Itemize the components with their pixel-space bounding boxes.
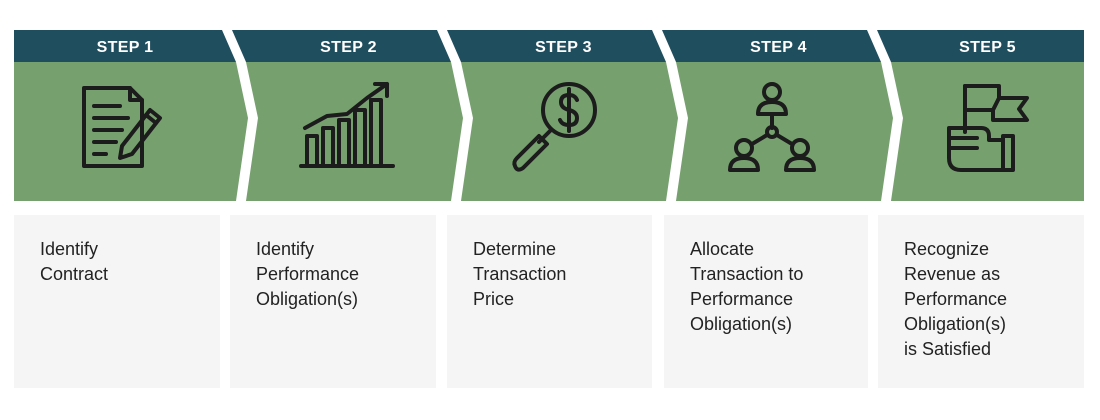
people-network-icon (722, 78, 822, 178)
step-3-description: Determine Transaction Price (473, 239, 567, 309)
magnifier-dollar-icon (509, 78, 609, 178)
step-3-label: STEP 3 (535, 39, 592, 56)
bar-chart-growth-icon (297, 78, 397, 178)
step-4-label: STEP 4 (750, 39, 807, 56)
step-5-description: Recognize Revenue as Performance Obligat… (904, 239, 1008, 359)
step-1-card: Identify Contract (14, 215, 220, 388)
step-4-card: Allocate Transaction to Performance Obli… (664, 215, 868, 388)
step-3-header-bar (447, 30, 666, 62)
step-2-card: Identify Performance Obligation(s) (230, 215, 436, 388)
step-4-header-bar (662, 30, 881, 62)
step-1-header-bar (14, 30, 236, 62)
contract-document-pen-icon (72, 78, 172, 178)
step-5-label: STEP 5 (959, 39, 1016, 56)
step-5-header-bar (877, 30, 1084, 62)
hand-flag-icon (937, 78, 1037, 178)
step-2-label: STEP 2 (320, 39, 377, 56)
step-2-header-bar (232, 30, 451, 62)
step-1-description: Identify Contract (40, 239, 109, 284)
step-5-card: Recognize Revenue as Performance Obligat… (878, 215, 1084, 388)
step-3-card: Determine Transaction Price (447, 215, 652, 388)
step-2-description: Identify Performance Obligation(s) (256, 239, 360, 309)
step-4-description: Allocate Transaction to Performance Obli… (690, 239, 804, 334)
step-1-label: STEP 1 (96, 39, 154, 56)
